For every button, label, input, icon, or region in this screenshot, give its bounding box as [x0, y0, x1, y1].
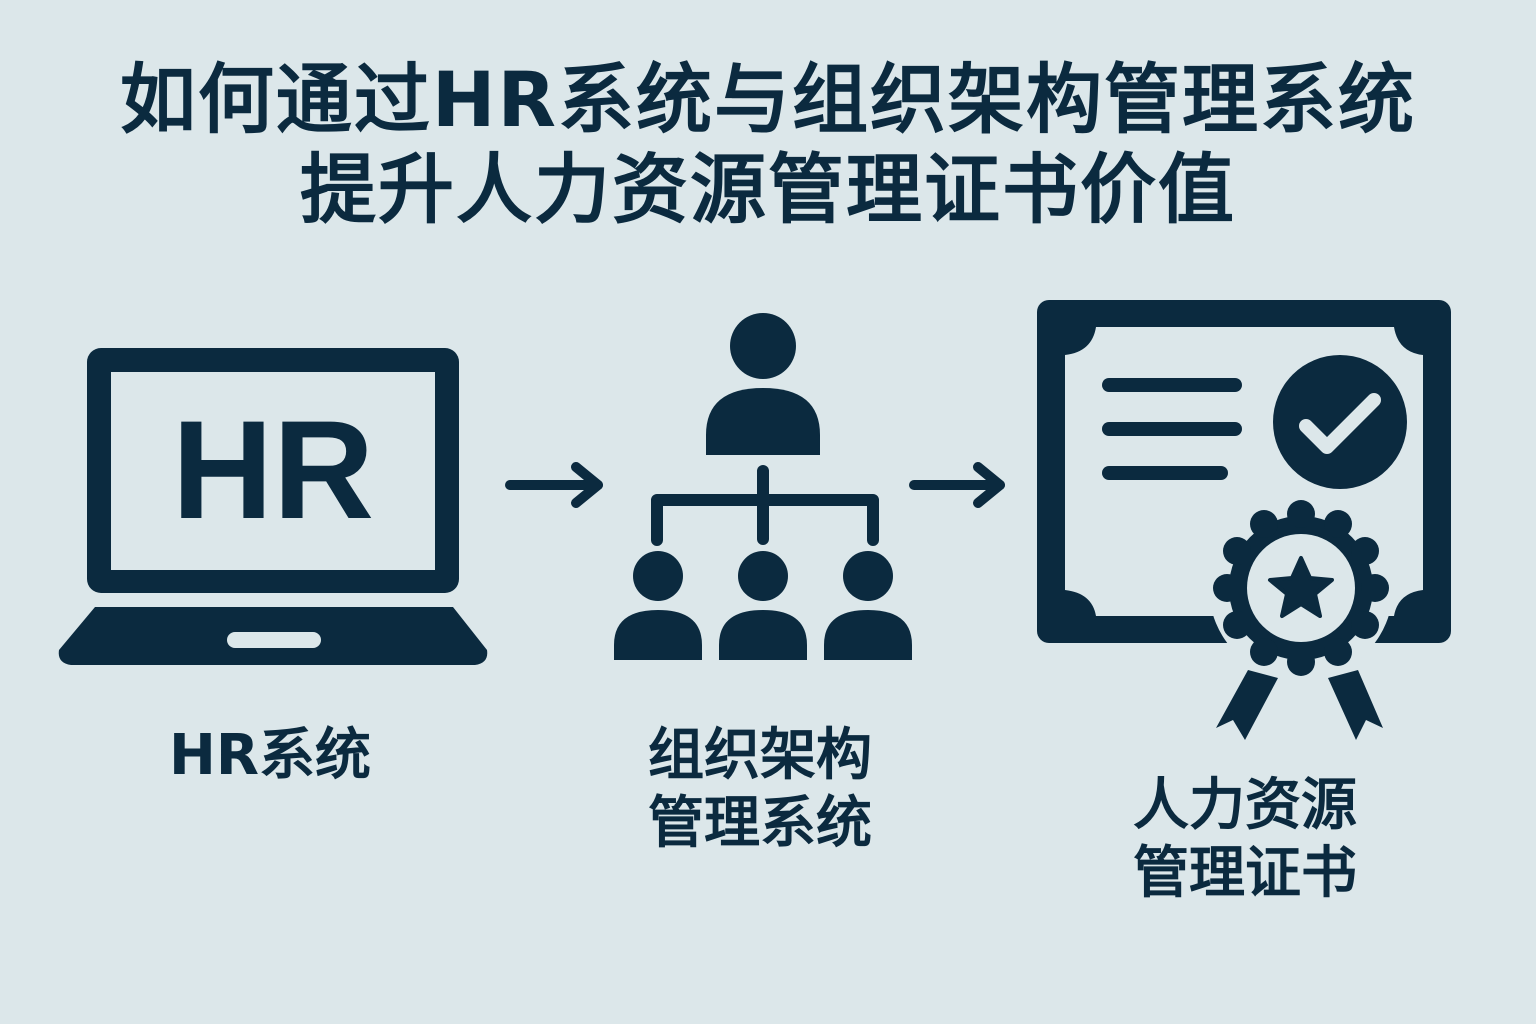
label-org-system: 组织架构 管理系统: [615, 722, 905, 858]
label-org-system-line-1: 组织架构: [648, 723, 872, 788]
laptop-hr-icon: HR: [55, 345, 490, 670]
laptop-screen-text: HR: [171, 391, 375, 548]
arrow-right-icon: [502, 462, 608, 508]
certificate-icon: [1020, 290, 1470, 750]
label-hr-system-line-1: HR系统: [169, 723, 371, 788]
label-org-system-line-2: 管理系统: [648, 791, 872, 856]
page-title-line-2: 提升人力资源管理证书价值: [300, 145, 1236, 234]
arrow-right-icon: [906, 462, 1012, 508]
label-hr-certificate-line-2: 管理证书: [1133, 841, 1357, 906]
page-title-line-1: 如何通过HR系统与组织架构管理系统: [119, 55, 1417, 144]
label-hr-system: HR系统: [140, 722, 400, 790]
label-hr-certificate-line-1: 人力资源: [1133, 773, 1357, 838]
org-chart-icon: [610, 310, 920, 665]
label-hr-certificate: 人力资源 管理证书: [1100, 772, 1390, 908]
